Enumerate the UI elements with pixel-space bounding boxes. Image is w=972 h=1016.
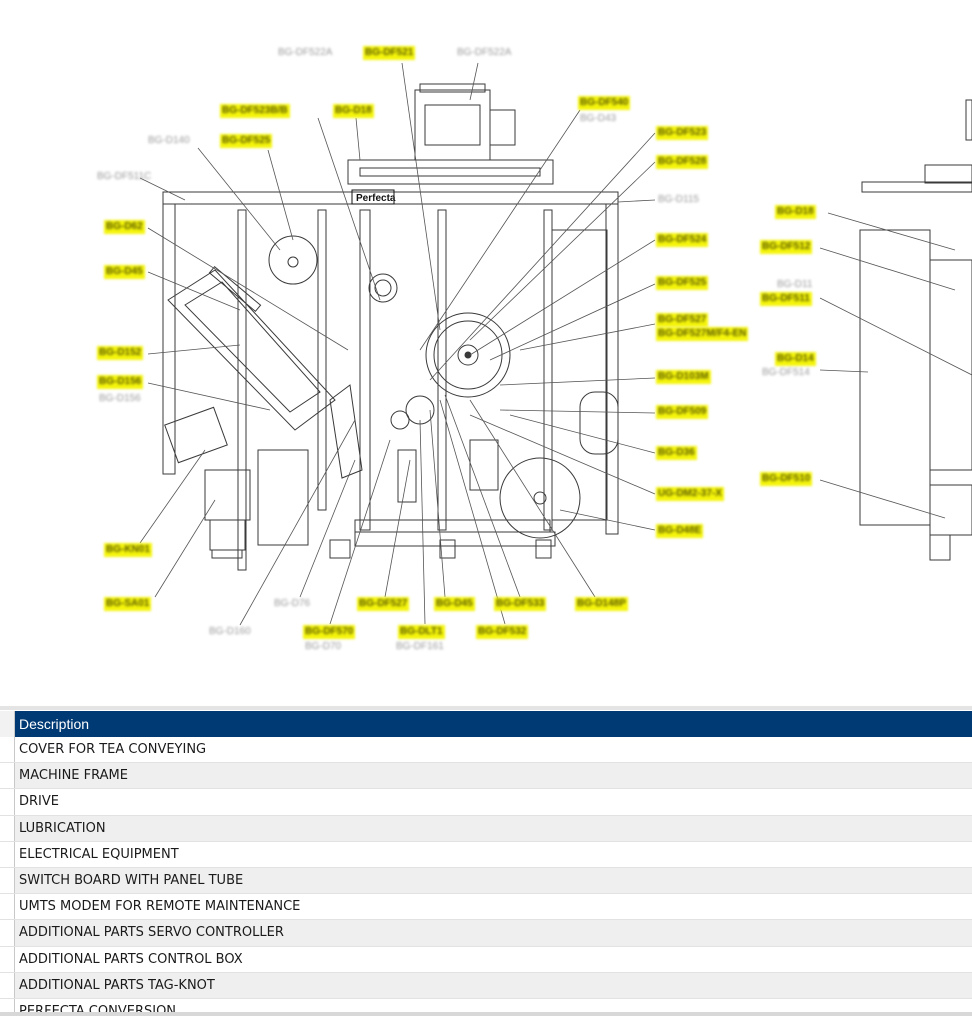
row-selector-header [0, 711, 15, 737]
part-callout[interactable]: BG-DF522A [278, 47, 333, 58]
exploded-parts-drawing: Perfecta BG-DF522A BG-DF521 BG-DF522A BG-DF… [97, 46, 972, 652]
part-callout[interactable]: BG-D62 [104, 220, 145, 234]
description-cell: COVER FOR TEA CONVEYING [14, 737, 972, 764]
table-row[interactable]: LUBRICATION [0, 815, 972, 842]
part-callout[interactable]: BG-D160 [209, 626, 251, 637]
machine-schematic [139, 62, 972, 626]
description-cell: ADDITIONAL PARTS CONTROL BOX [14, 946, 972, 973]
row-selector[interactable] [0, 919, 15, 947]
table-row[interactable]: DRIVE [0, 788, 972, 816]
description-cell: MACHINE FRAME [14, 762, 972, 790]
part-callout[interactable]: BG-DF510 [760, 472, 813, 486]
part-callout[interactable]: BG-DF511C [97, 171, 152, 182]
row-selector[interactable] [0, 998, 15, 1016]
section-divider [0, 706, 972, 710]
part-callout[interactable]: BG-DF527 [656, 313, 709, 327]
part-callout[interactable]: BG-D43 [580, 113, 617, 124]
part-callout[interactable]: UG-DM2-37-X [656, 487, 724, 501]
part-callout[interactable]: BG-D115 [658, 194, 699, 205]
description-column-header[interactable]: Description [14, 711, 972, 737]
row-selector[interactable] [0, 867, 15, 895]
part-callout[interactable]: BG-D18 [333, 104, 374, 118]
part-callout[interactable]: BG-DF523 [656, 126, 709, 140]
part-callout[interactable]: BG-D36 [656, 446, 697, 460]
description-cell: LUBRICATION [14, 815, 972, 842]
part-callout[interactable]: BG-D45 [104, 265, 145, 279]
part-callout[interactable]: BG-DF528 [656, 155, 709, 169]
row-selector[interactable] [0, 972, 15, 999]
row-selector[interactable] [0, 893, 15, 921]
part-callout[interactable]: BG-D45 [434, 597, 475, 611]
part-callout[interactable]: BG-D140 [148, 135, 190, 146]
part-callout[interactable]: BG-DF511 [760, 292, 812, 306]
row-selector[interactable] [0, 815, 15, 842]
part-callout[interactable]: BG-DF522A [457, 47, 512, 58]
description-cell: DRIVE [14, 788, 972, 816]
part-callout[interactable]: BG-DF532 [476, 625, 529, 639]
part-callout[interactable]: BG-D18 [775, 205, 816, 219]
part-callout[interactable]: BG-D14 [775, 352, 816, 366]
brand-plate: Perfecta [356, 193, 396, 204]
table-row[interactable]: COVER FOR TEA CONVEYING [0, 737, 972, 764]
part-callout[interactable]: BG-D103M [656, 370, 711, 384]
part-callout[interactable]: BG-DF509 [656, 405, 709, 419]
part-callout[interactable]: BG-DF523B/B [220, 104, 290, 118]
part-callout[interactable]: BG-D76 [274, 598, 311, 609]
part-callout[interactable]: BG-DF570 [303, 625, 356, 639]
part-callout[interactable]: BG-KN01 [104, 543, 152, 557]
table-row[interactable]: ADDITIONAL PARTS SERVO CONTROLLER [0, 919, 972, 947]
right-frame-post [605, 203, 619, 535]
table-row[interactable]: UMTS MODEM FOR REMOTE MAINTENANCE [0, 893, 972, 921]
row-selector[interactable] [0, 788, 15, 816]
part-callout[interactable]: BG-DF527 [357, 597, 410, 611]
row-selector[interactable] [0, 762, 15, 790]
part-callout[interactable]: BG-DF524 [656, 233, 709, 247]
part-callout[interactable]: BG-DF525 [656, 276, 709, 290]
part-callout[interactable]: BG-D11 [777, 279, 813, 290]
part-callout[interactable]: BG-D48E [656, 524, 704, 538]
part-callout[interactable]: BG-D156 [99, 393, 141, 404]
table-row[interactable]: ADDITIONAL PARTS CONTROL BOX [0, 946, 972, 973]
description-cell: ADDITIONAL PARTS SERVO CONTROLLER [14, 919, 972, 947]
horizontal-scrollbar[interactable] [0, 1012, 972, 1016]
part-callout[interactable]: BG-DF521 [363, 46, 416, 60]
part-callout[interactable]: BG-D70 [305, 641, 342, 652]
part-callout[interactable]: BG-DF161 [396, 641, 444, 652]
part-callout[interactable]: BG-DF512 [760, 240, 813, 254]
table-header-row: Description [0, 711, 972, 737]
part-callout[interactable]: BG-DLT1 [398, 625, 445, 639]
row-selector[interactable] [0, 841, 15, 868]
table-row[interactable]: MACHINE FRAME [0, 762, 972, 790]
part-callout[interactable]: BG-DF533 [494, 597, 547, 611]
description-cell: UMTS MODEM FOR REMOTE MAINTENANCE [14, 893, 972, 921]
row-selector[interactable] [0, 946, 15, 973]
left-frame-post [162, 203, 176, 475]
part-callout[interactable]: BG-D152 [97, 346, 144, 360]
table-row[interactable]: ELECTRICAL EQUIPMENT [0, 841, 972, 868]
part-callout[interactable]: BG-DF540 [578, 96, 631, 110]
part-callout[interactable]: BG-DF527M/F4-EN [656, 327, 749, 341]
table-row[interactable]: SWITCH BOARD WITH PANEL TUBE [0, 867, 972, 895]
description-cell: ADDITIONAL PARTS TAG-KNOT [14, 972, 972, 999]
description-cell: SWITCH BOARD WITH PANEL TUBE [14, 867, 972, 895]
part-callout[interactable]: BG-D156 [97, 375, 144, 389]
part-callout[interactable]: BG-DF514 [762, 367, 810, 378]
table-row[interactable]: ADDITIONAL PARTS TAG-KNOT [0, 972, 972, 999]
description-cell: PERFECTA CONVERSION [14, 998, 972, 1016]
description-cell: ELECTRICAL EQUIPMENT [14, 841, 972, 868]
part-callout[interactable]: BG-D148P [575, 597, 628, 611]
table-row[interactable]: PERFECTA CONVERSION [0, 998, 972, 1016]
part-callout[interactable]: BG-SA01 [104, 597, 152, 611]
part-callout[interactable]: BG-DF525 [220, 134, 273, 148]
row-selector[interactable] [0, 737, 15, 764]
